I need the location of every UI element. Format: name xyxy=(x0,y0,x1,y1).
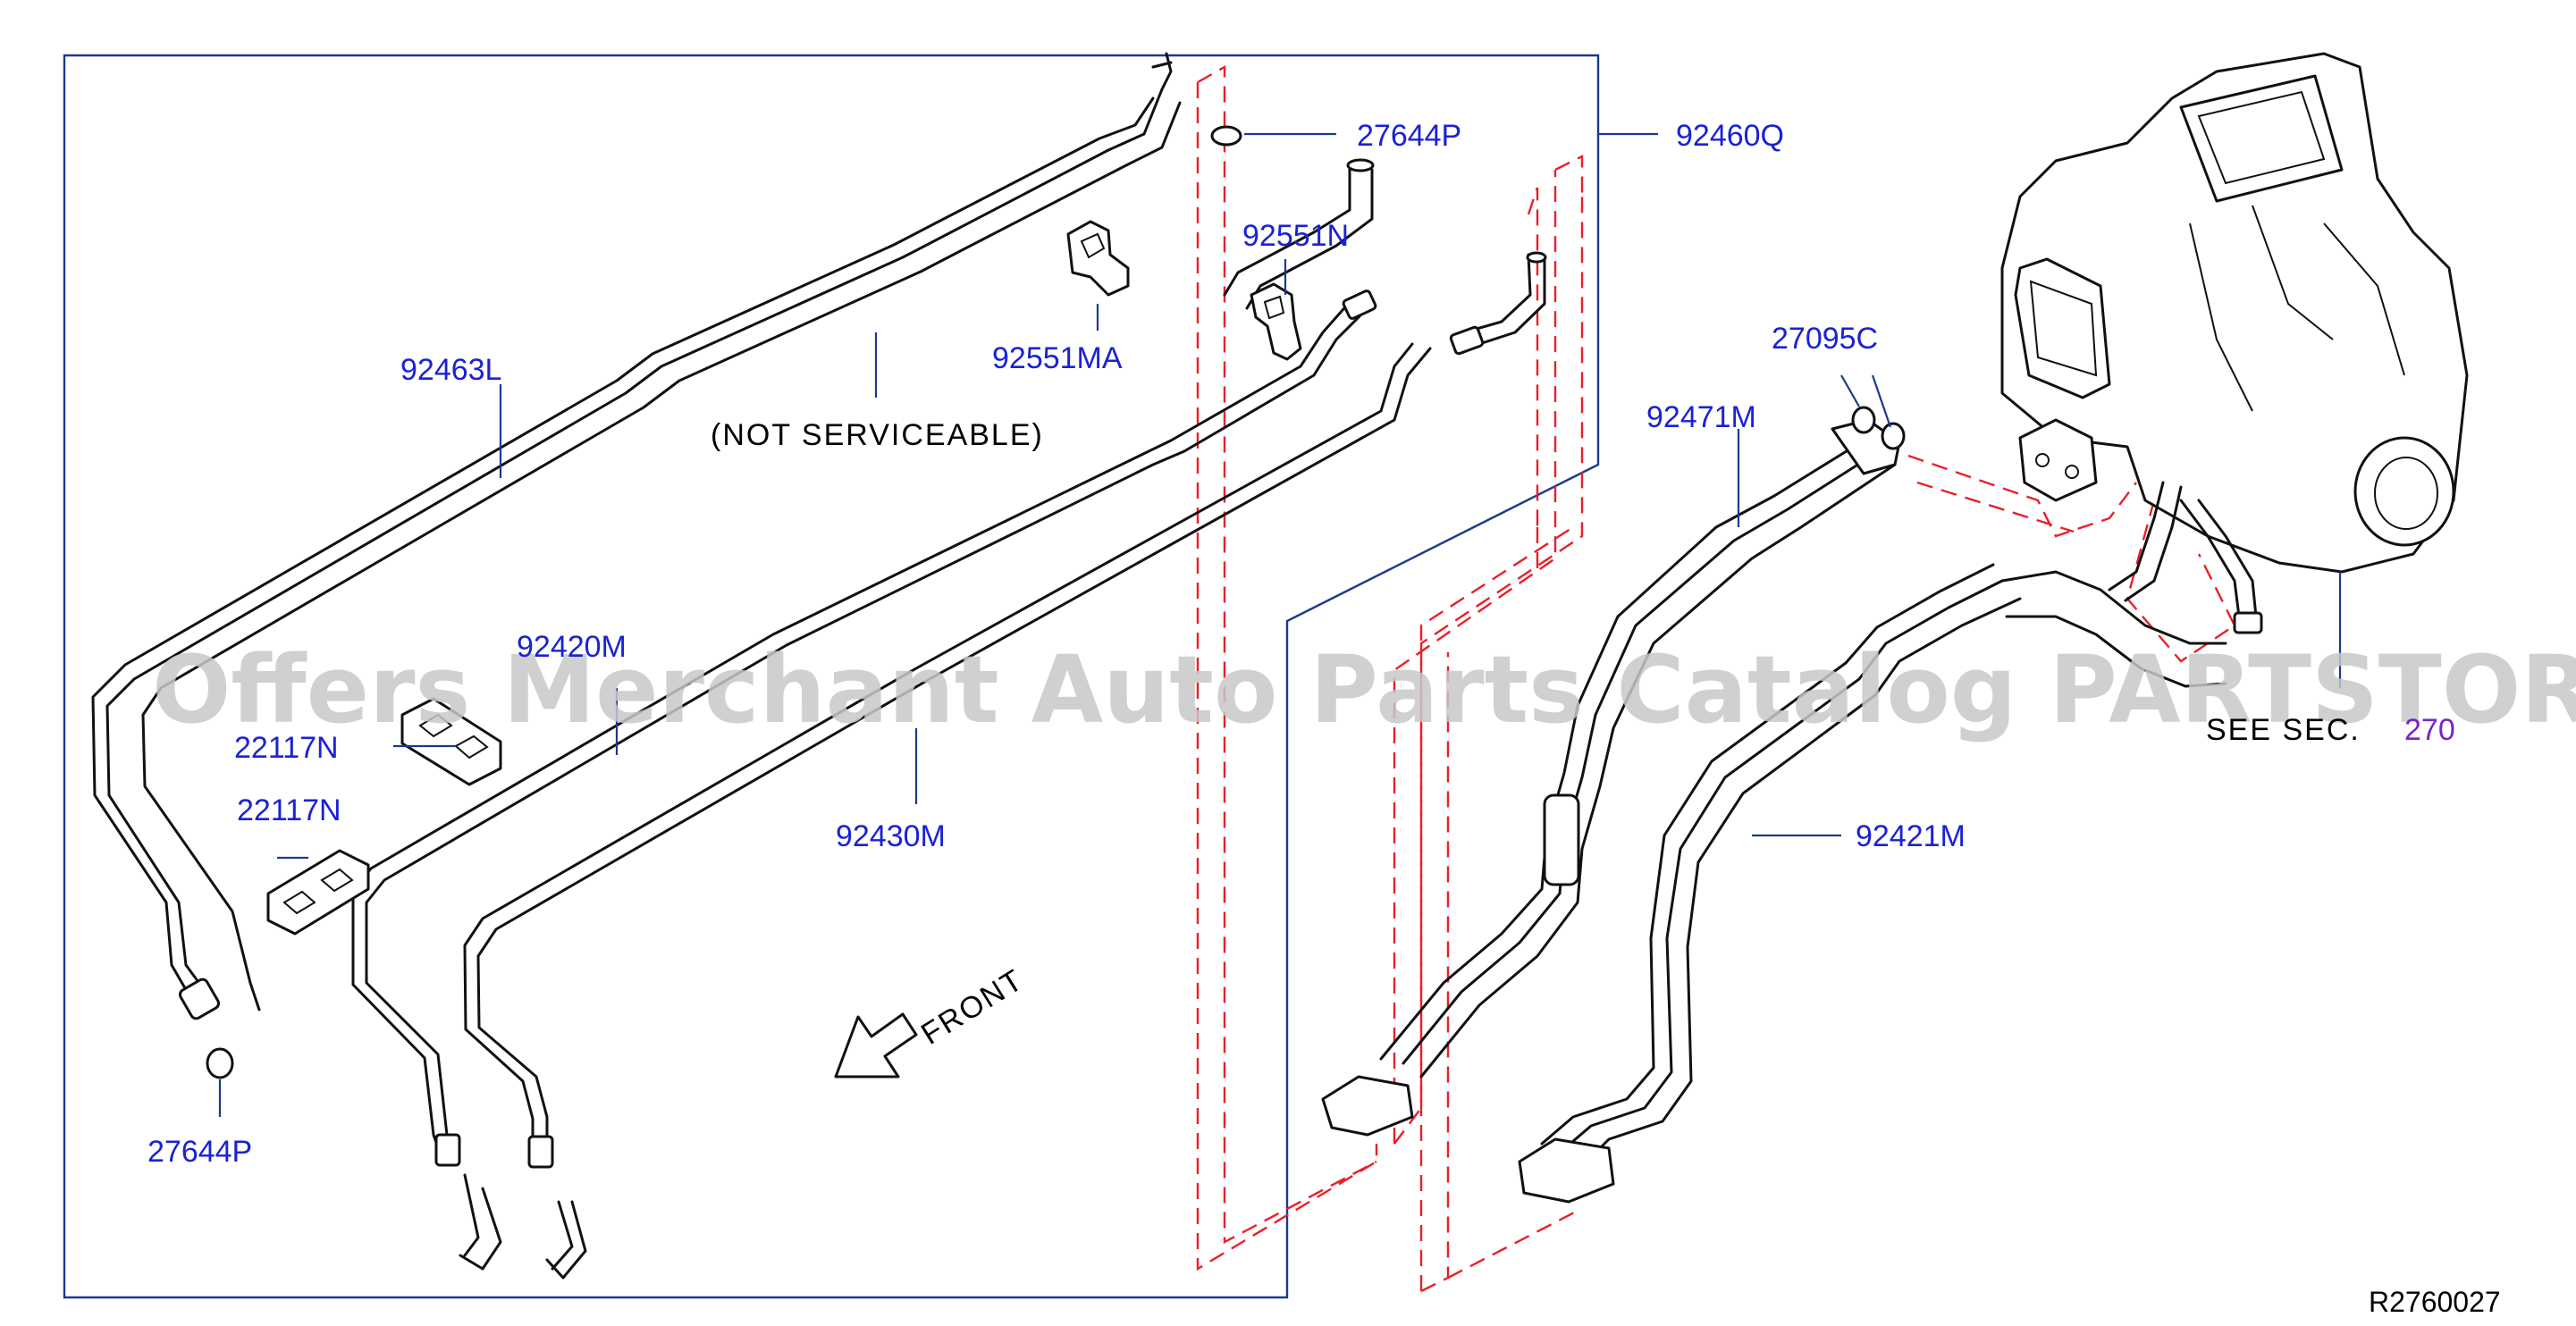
dashed-envelope-group xyxy=(1196,64,2236,1293)
dashed-envelope-center xyxy=(1393,155,1584,1145)
leader-lines xyxy=(218,132,2342,1117)
o-ring-27644p-bottom xyxy=(206,1047,234,1079)
callout-92420m[interactable]: 92420M xyxy=(517,630,627,664)
watermark: Offers Merchant Auto Parts Catalog PARTS… xyxy=(152,635,2576,744)
assembly-frame xyxy=(63,54,1600,1299)
callout-27644p-bottom[interactable]: 27644P xyxy=(147,1135,252,1169)
pipe-92421m xyxy=(1518,563,2227,1204)
clip-22117n-upper xyxy=(400,697,502,786)
callout-92463l[interactable]: 92463L xyxy=(400,353,501,387)
clip-22117n-lower xyxy=(266,849,370,936)
callout-92471m[interactable]: 92471M xyxy=(1646,400,1756,434)
hvac-unit xyxy=(2000,52,2469,634)
pipe-92471m xyxy=(1321,418,1901,1137)
callout-92551n[interactable]: 92551N xyxy=(1242,219,1349,253)
clip-92551n xyxy=(1250,282,1302,361)
dashed-envelope-upper xyxy=(1527,187,1539,572)
callout-22117n-a[interactable]: 22117N xyxy=(234,731,339,765)
callout-92551ma[interactable]: 92551MA xyxy=(992,341,1123,375)
o-ring-27644p-top xyxy=(1210,125,1242,147)
pipe-stub-92430m xyxy=(545,1200,587,1280)
note-not-serviceable: (NOT SERVICEABLE) xyxy=(711,418,1044,452)
front-arrow xyxy=(834,1012,918,1078)
callout-92421m[interactable]: 92421M xyxy=(1856,819,1966,853)
pipe-92420m xyxy=(351,300,1369,1271)
hvac-hose-right xyxy=(2179,499,2259,627)
clip-92551ma xyxy=(1066,220,1130,297)
hose-92421m xyxy=(2000,570,2227,688)
pipe-end-92420m xyxy=(434,1133,461,1167)
hose-stubs xyxy=(1223,158,1547,356)
pipe-92463l xyxy=(91,52,1182,1020)
o-ring-27095c-a xyxy=(1851,406,1876,434)
pipe-92471m-block-bottom xyxy=(1321,1075,1414,1137)
expansion-valve xyxy=(2018,418,2098,502)
see-sec-label: SEE SEC. xyxy=(2206,713,2361,747)
o-ring-27095c-b xyxy=(1881,422,1906,450)
hvac-hose-left xyxy=(2108,481,2183,602)
callout-92460q[interactable]: 92460Q xyxy=(1676,119,1784,153)
pipe-end-92430m xyxy=(527,1135,554,1169)
callout-27095c[interactable]: 27095C xyxy=(1772,322,1878,356)
sec-270-link[interactable]: 270 xyxy=(2404,713,2455,747)
dashed-envelope-left xyxy=(1196,64,1378,1271)
callout-22117n-b[interactable]: 22117N xyxy=(237,793,341,827)
callout-92430m[interactable]: 92430M xyxy=(836,819,946,853)
pipe-stub-92420m xyxy=(459,1173,502,1271)
callout-27644p-top[interactable]: 27644P xyxy=(1357,119,1461,153)
pipe-92421m-block xyxy=(1518,1137,1615,1204)
dashed-heater-link xyxy=(2126,499,2236,663)
pipe-92471m-sleeve xyxy=(1543,793,1580,886)
dashed-expansion-valve-link xyxy=(1907,454,2137,538)
dashed-envelope-right xyxy=(1419,525,1578,1293)
front-label: FRONT xyxy=(915,962,1030,1052)
pipe-92430m xyxy=(463,342,1432,1280)
diagram-reference-code: R2760027 xyxy=(2369,1286,2501,1318)
pipe-joint xyxy=(178,978,221,1020)
